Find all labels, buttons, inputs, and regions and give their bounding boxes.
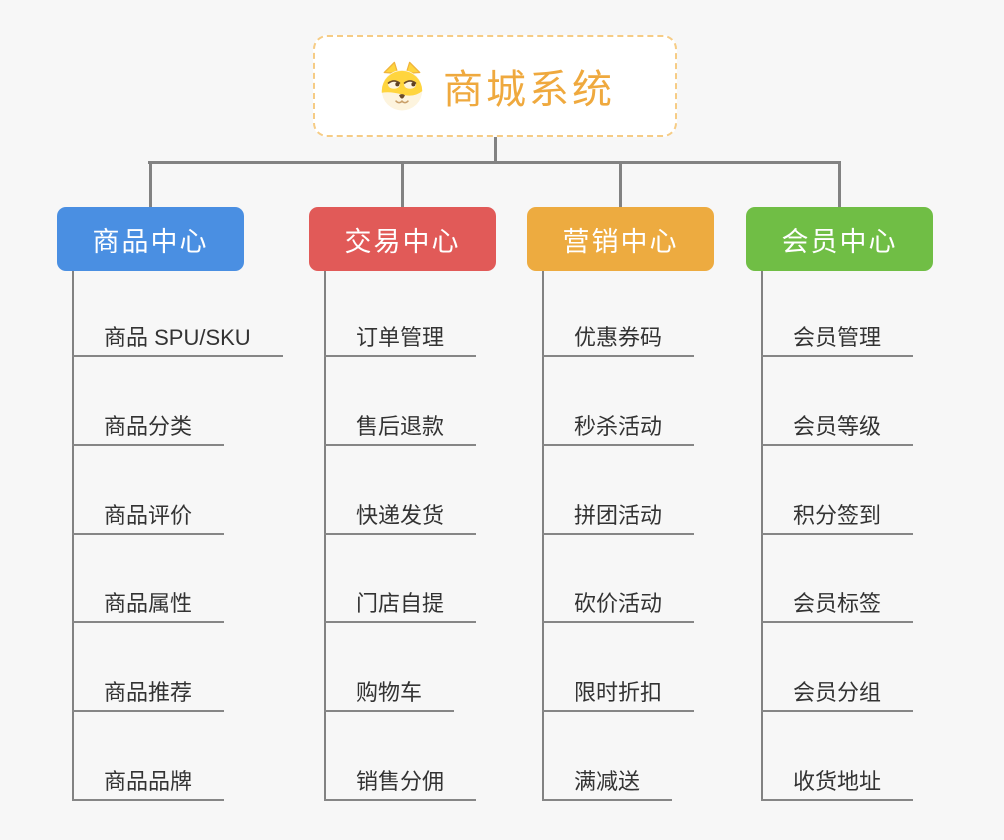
branch-label: 营销中心 [562,226,679,257]
child-node[interactable]: 商品评价 [72,499,225,535]
root-node[interactable]: 商城系统 [313,35,677,137]
child-node[interactable]: 收货地址 [761,765,914,801]
child-node[interactable]: 门店自提 [324,587,477,623]
branch-node[interactable]: 营销中心 [527,207,714,271]
connector-branch-drop [401,161,404,209]
connector-child-spine [542,271,544,801]
branch-node[interactable]: 会员中心 [746,207,933,271]
child-node[interactable]: 商品分类 [72,410,225,446]
connector-child-spine [761,271,763,801]
child-node[interactable]: 会员标签 [761,587,914,623]
branch-label: 商品中心 [92,226,209,257]
child-node[interactable]: 售后退款 [324,410,477,446]
connector-branch-drop [619,161,622,209]
branch-node[interactable]: 商品中心 [57,207,244,271]
child-node[interactable]: 商品推荐 [72,676,225,712]
child-node[interactable]: 购物车 [324,676,455,712]
connector-child-spine [72,271,74,801]
child-node[interactable]: 积分签到 [761,499,914,535]
child-node[interactable]: 商品属性 [72,587,225,623]
child-node[interactable]: 会员等级 [761,410,914,446]
child-node[interactable]: 限时折扣 [542,676,695,712]
dog-face-icon [381,61,423,111]
child-node[interactable]: 商品 SPU/SKU [72,321,283,357]
root-title: 商城系统 [443,68,615,112]
connector-horizontal-rail [148,161,840,164]
connector-root-drop [494,135,497,164]
child-node[interactable]: 快递发货 [324,499,477,535]
child-node[interactable]: 砍价活动 [542,587,695,623]
connector-branch-drop [149,161,152,209]
child-node[interactable]: 秒杀活动 [542,410,695,446]
child-node[interactable]: 拼团活动 [542,499,695,535]
branch-node[interactable]: 交易中心 [309,207,496,271]
child-node[interactable]: 优惠券码 [542,321,695,357]
child-node[interactable]: 订单管理 [324,321,477,357]
child-node[interactable]: 会员分组 [761,676,914,712]
connector-branch-drop [838,161,841,209]
child-node[interactable]: 销售分佣 [324,765,477,801]
child-node[interactable]: 商品品牌 [72,765,225,801]
child-node[interactable]: 会员管理 [761,321,914,357]
child-node[interactable]: 满减送 [542,765,673,801]
branch-label: 会员中心 [781,226,898,257]
connector-child-spine [324,271,326,801]
branch-label: 交易中心 [344,226,461,257]
